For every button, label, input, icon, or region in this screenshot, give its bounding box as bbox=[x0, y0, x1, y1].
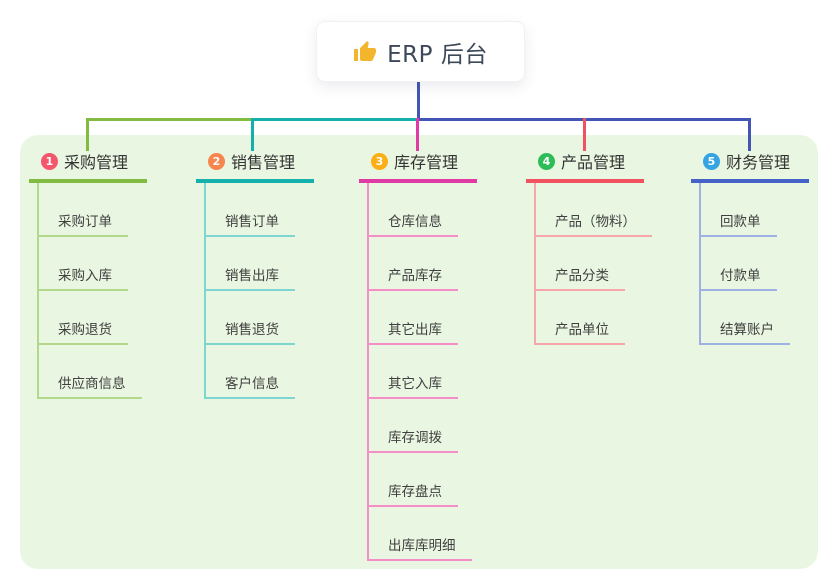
branch-label: 财务管理 bbox=[726, 153, 791, 172]
child-topic[interactable]: 库存盘点 bbox=[369, 453, 458, 507]
branch-label: 产品管理 bbox=[561, 153, 626, 172]
root-connector bbox=[417, 80, 420, 121]
priority-badge: 3 bbox=[371, 152, 388, 170]
bus-segment-left bbox=[86, 118, 254, 121]
child-topic[interactable]: 销售订单 bbox=[206, 183, 295, 237]
child-topic[interactable]: 产品（物料） bbox=[536, 183, 652, 237]
child-topic[interactable]: 采购入库 bbox=[39, 237, 128, 291]
branch-3: 3 库存管理仓库信息产品库存其它出库其它入库库存调拨库存盘点出库库明细 bbox=[359, 149, 477, 561]
branch-children: 产品（物料）产品分类产品单位 bbox=[534, 183, 652, 345]
child-topic[interactable]: 出库库明细 bbox=[369, 507, 472, 561]
child-topic[interactable]: 库存调拨 bbox=[369, 399, 458, 453]
priority-badge: 5 bbox=[703, 152, 720, 170]
branch-5: 5 财务管理回款单付款单结算账户 bbox=[691, 149, 809, 345]
branch-2: 2 销售管理销售订单销售出库销售退货客户信息 bbox=[196, 149, 314, 399]
child-topic[interactable]: 采购退货 bbox=[39, 291, 128, 345]
child-topic[interactable]: 结算账户 bbox=[701, 291, 790, 345]
branch-topic[interactable]: 4 产品管理 bbox=[526, 149, 644, 183]
priority-badge: 1 bbox=[41, 152, 58, 170]
child-topic[interactable]: 产品分类 bbox=[536, 237, 625, 291]
branch-topic[interactable]: 2 销售管理 bbox=[196, 149, 314, 183]
child-topic[interactable]: 其它入库 bbox=[369, 345, 458, 399]
bus-segment-middle bbox=[252, 118, 419, 121]
child-topic[interactable]: 其它出库 bbox=[369, 291, 458, 345]
child-topic[interactable]: 客户信息 bbox=[206, 345, 295, 399]
branch-1: 1 采购管理采购订单采购入库采购退货供应商信息 bbox=[29, 149, 147, 399]
branch-children: 回款单付款单结算账户 bbox=[699, 183, 809, 345]
branch-drop-3 bbox=[416, 118, 419, 151]
child-topic[interactable]: 销售出库 bbox=[206, 237, 295, 291]
branch-4: 4 产品管理产品（物料）产品分类产品单位 bbox=[526, 149, 652, 345]
branch-label: 采购管理 bbox=[64, 153, 129, 172]
branch-children: 销售订单销售出库销售退货客户信息 bbox=[204, 183, 314, 399]
branch-drop-5 bbox=[748, 118, 751, 151]
branch-drop-1 bbox=[86, 118, 89, 151]
child-topic[interactable]: 仓库信息 bbox=[369, 183, 458, 237]
child-topic[interactable]: 采购订单 bbox=[39, 183, 128, 237]
branch-drop-4 bbox=[583, 118, 586, 151]
branch-children: 采购订单采购入库采购退货供应商信息 bbox=[37, 183, 147, 399]
priority-badge: 4 bbox=[538, 152, 555, 170]
branch-children: 仓库信息产品库存其它出库其它入库库存调拨库存盘点出库库明细 bbox=[367, 183, 477, 561]
branch-topic[interactable]: 5 财务管理 bbox=[691, 149, 809, 183]
branch-label: 销售管理 bbox=[231, 153, 296, 172]
root-label: ERP 后台 bbox=[387, 41, 488, 68]
child-topic[interactable]: 供应商信息 bbox=[39, 345, 142, 399]
child-topic[interactable]: 产品单位 bbox=[536, 291, 625, 345]
branch-drop-2 bbox=[251, 118, 254, 151]
branches-panel bbox=[20, 135, 818, 569]
branch-topic[interactable]: 1 采购管理 bbox=[29, 149, 147, 183]
root-node[interactable]: ERP 后台 bbox=[316, 21, 525, 82]
child-topic[interactable]: 回款单 bbox=[701, 183, 777, 237]
child-topic[interactable]: 销售退货 bbox=[206, 291, 295, 345]
child-topic[interactable]: 付款单 bbox=[701, 237, 777, 291]
branch-topic[interactable]: 3 库存管理 bbox=[359, 149, 477, 183]
branch-label: 库存管理 bbox=[394, 153, 459, 172]
child-topic[interactable]: 产品库存 bbox=[369, 237, 458, 291]
priority-badge: 2 bbox=[208, 152, 225, 170]
thumbs-up-icon bbox=[354, 40, 377, 61]
